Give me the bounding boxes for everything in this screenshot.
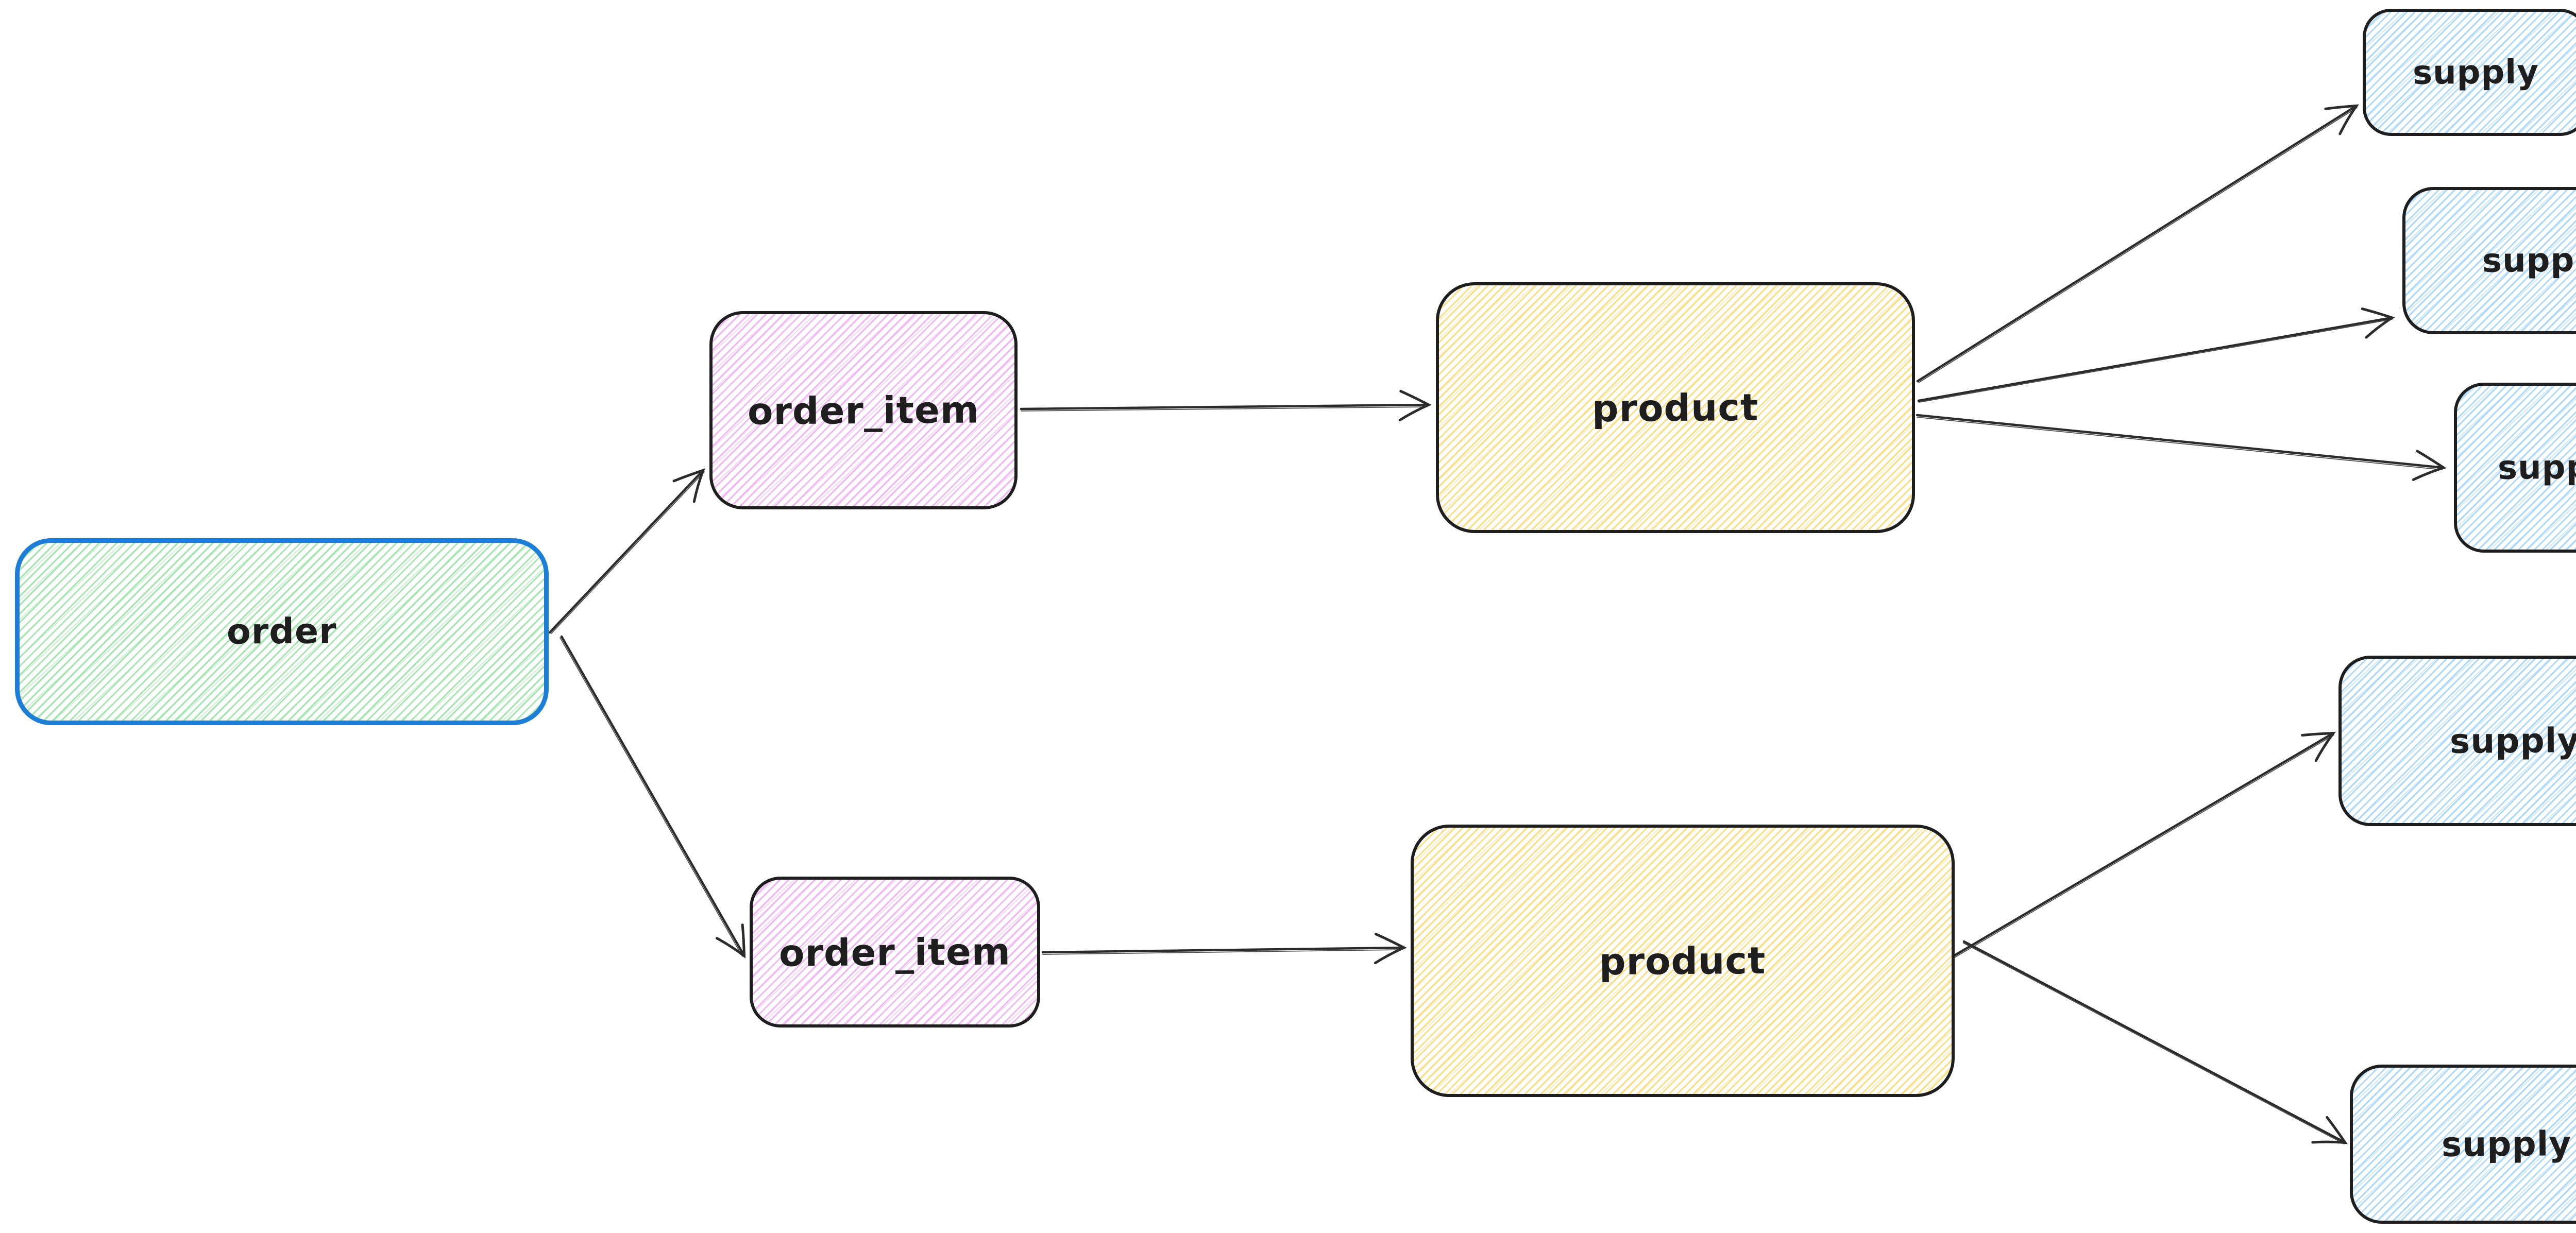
arrow-order-to-order-item-bottom[interactable] [560,635,746,958]
node-supply-5[interactable]: supply [2350,1065,2576,1224]
node-label: supply [2412,53,2539,92]
arrow-product-top-to-supply-2[interactable] [1917,307,2395,403]
arrow-order-item-bottom-to-product-bottom[interactable] [1041,933,1407,965]
node-product-top[interactable]: product [1436,282,1915,533]
arrow-product-top-to-supply-3[interactable] [1916,414,2447,481]
node-label: supply [2482,241,2576,280]
arrow-product-bottom-to-supply-4[interactable] [1952,731,2336,958]
node-label: order [226,611,337,653]
arrow-order-item-top-to-product-top[interactable] [1020,390,1432,422]
node-label: supply [2497,448,2576,487]
node-label: order_item [778,929,1011,975]
node-supply-3[interactable]: supply [2454,383,2576,553]
node-label: supply [2449,721,2576,761]
arrow-product-bottom-to-supply-5[interactable] [1962,940,2348,1144]
node-label: product [1592,385,1759,430]
node-supply-1[interactable]: supply [2363,9,2576,136]
node-label: order_item [747,387,980,433]
node-label: product [1599,938,1766,983]
node-order-item-bottom[interactable]: order_item [750,877,1040,1028]
node-supply-2[interactable]: supply [2402,187,2576,334]
node-supply-4[interactable]: supply [2338,656,2576,826]
node-product-bottom[interactable]: product [1411,825,1955,1097]
arrow-order-to-order-item-top[interactable] [548,468,705,634]
node-order-item-top[interactable]: order_item [709,311,1018,509]
node-label: supply [2441,1124,2572,1164]
node-order[interactable]: order [15,538,549,725]
arrow-product-top-to-supply-1[interactable] [1916,104,2359,383]
